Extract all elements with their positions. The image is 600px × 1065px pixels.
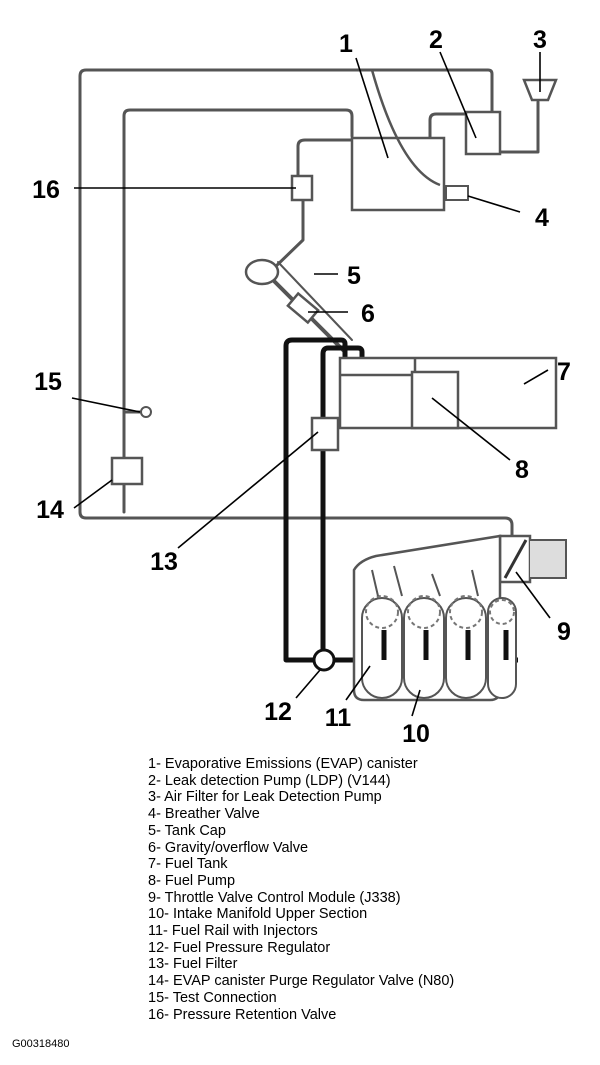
figure-id: G00318480 — [12, 1038, 70, 1050]
fuel-feed-line — [283, 337, 518, 663]
fuel-evap-system-diagram: 1 2 3 4 5 6 7 8 9 10 11 12 13 14 15 16 — [32, 26, 571, 748]
filler-neck-b — [277, 261, 353, 341]
evap-canister — [350, 136, 446, 212]
retention-to-cap-line — [270, 194, 305, 272]
legend-item-15: 15- Test Connection — [148, 989, 277, 1006]
legend-item-12: 12- Fuel Pressure Regulator — [148, 939, 331, 956]
vent-line — [78, 68, 540, 542]
injectors — [381, 630, 509, 660]
legend-item-8: 8- Fuel Pump — [148, 872, 236, 889]
callout-2: 2 — [429, 26, 443, 54]
callout-4: 4 — [535, 204, 549, 232]
callout-16: 16 — [32, 176, 60, 204]
legend-item-7: 7- Fuel Tank — [148, 856, 228, 873]
fuel-pressure-regulator — [312, 648, 336, 672]
purge-line — [122, 108, 354, 462]
test-connection — [140, 406, 152, 418]
callout-10: 10 — [402, 720, 430, 748]
callout-11: 11 — [325, 704, 352, 732]
leak-detection-pump — [464, 110, 502, 156]
legend-item-9: 9- Throttle Valve Control Module (J338) — [148, 889, 401, 906]
legend-item-11: 11- Fuel Rail with Injectors — [148, 923, 318, 940]
runner-tops — [365, 595, 515, 629]
gravity-overflow-valve — [286, 291, 320, 325]
callout-5: 5 — [347, 262, 361, 290]
callout-15: 15 — [34, 368, 62, 396]
canister-curve — [370, 69, 441, 187]
legend-item-10: 10- Intake Manifold Upper Section — [148, 906, 368, 923]
callout-9: 9 — [557, 618, 571, 646]
manifold-ribs — [371, 565, 479, 597]
purge-regulator-valve — [110, 456, 144, 486]
callout-12: 12 — [264, 698, 292, 726]
throttle-plate — [503, 539, 528, 579]
legend-item-2: 2- Leak detection Pump (LDP) (V144) — [148, 772, 391, 789]
retention-line — [296, 138, 354, 180]
canister-to-pump-line — [428, 112, 490, 142]
fuel-return-line — [320, 345, 365, 652]
legend-item-1: 1- Evaporative Emissions (EVAP) canister — [148, 756, 418, 772]
legend-item-6: 6- Gravity/overflow Valve — [148, 839, 309, 856]
callout-13: 13 — [150, 548, 178, 576]
callout-1: 1 — [339, 30, 353, 58]
callout-7: 7 — [557, 358, 571, 386]
parts-legend: 1- Evaporative Emissions (EVAP) canister… — [148, 756, 454, 1023]
callout-6: 6 — [361, 300, 375, 328]
legend-item-3: 3- Air Filter for Leak Detection Pump — [148, 789, 382, 806]
tank-cap — [244, 258, 280, 286]
legend-item-4: 4- Breather Valve — [148, 806, 260, 823]
legend-item-5: 5- Tank Cap — [148, 822, 226, 839]
legend-item-16: 16- Pressure Retention Valve — [148, 1006, 337, 1023]
air-duct — [530, 539, 567, 579]
legend-item-13: 13- Fuel Filter — [148, 956, 238, 973]
callout-3: 3 — [533, 26, 547, 54]
leader-lines — [71, 51, 551, 717]
breather-valve — [445, 185, 469, 201]
callout-8: 8 — [515, 456, 529, 484]
callout-14: 14 — [36, 496, 64, 524]
legend-item-14: 14- EVAP canister Purge Regulator Valve … — [148, 973, 455, 990]
